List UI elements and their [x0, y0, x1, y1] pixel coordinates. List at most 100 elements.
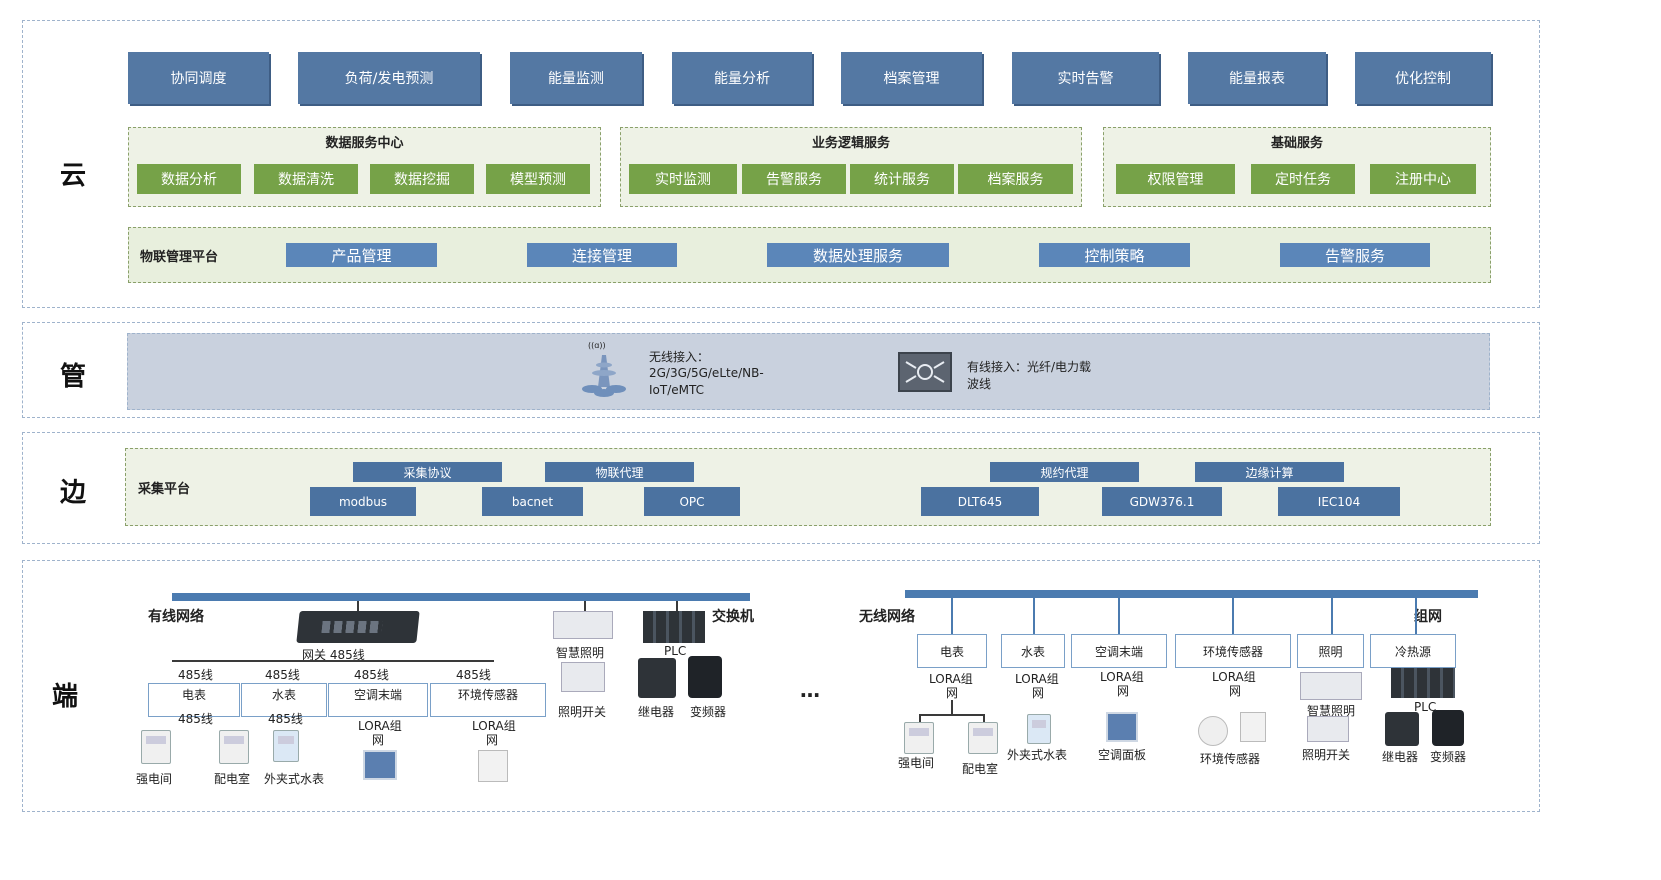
edge-module: 采集协议	[353, 462, 502, 482]
wireless-access-text: IoT/eMTC	[649, 383, 704, 397]
connector	[1232, 598, 1234, 634]
iot-item: 告警服务	[1280, 243, 1430, 267]
wired-switch-icon	[898, 352, 952, 392]
connector	[1118, 598, 1120, 634]
gateway-device-icon	[296, 611, 420, 643]
connector	[983, 714, 985, 724]
water-meter-icon	[273, 730, 299, 762]
service-item: 实时监测	[629, 164, 737, 194]
protocol-box: IEC104	[1278, 487, 1400, 516]
electric-meter-icon	[219, 730, 249, 764]
device-label: PLC	[664, 644, 687, 658]
device-label: 继电器	[1382, 750, 1419, 764]
wired-network-label: 有线网络	[148, 609, 204, 625]
wired-access-text: 有线接入：光纤/电力载	[967, 360, 1092, 374]
wireless-device-box: 冷热源	[1370, 634, 1456, 668]
wired-bus-line	[172, 593, 750, 601]
network-access-panel	[127, 333, 1490, 410]
device-label: 照明开关	[558, 705, 607, 719]
service-item: 定时任务	[1251, 164, 1355, 194]
line-485-label: 485线	[265, 668, 300, 682]
protocol-box: bacnet	[482, 487, 583, 516]
collection-platform-title: 采集平台	[138, 482, 191, 497]
service-item: 注册中心	[1370, 164, 1476, 194]
connector	[357, 601, 359, 613]
app-box: 能量分析	[672, 52, 812, 104]
wireless-access-text: 无线接入：	[649, 350, 710, 364]
wireless-device-box: 照明	[1297, 634, 1364, 668]
protocol-box: OPC	[644, 487, 740, 516]
wireless-device-box: 空调末端	[1071, 634, 1167, 668]
connector	[676, 601, 678, 611]
app-box: 档案管理	[841, 52, 982, 104]
edge-module: 物联代理	[545, 462, 694, 482]
app-box: 负荷/发电预测	[298, 52, 480, 104]
device-label: 外夹式水表	[1007, 748, 1068, 762]
device-label: 外夹式水表	[264, 772, 325, 786]
iot-item: 控制策略	[1039, 243, 1190, 267]
plc-icon	[643, 611, 705, 643]
service-item: 模型预测	[486, 164, 590, 194]
app-box: 能量监测	[510, 52, 642, 104]
app-box: 实时告警	[1012, 52, 1159, 104]
lora-label: LORA组	[1015, 672, 1059, 686]
edge-module: 边缘计算	[1195, 462, 1344, 482]
connector	[951, 598, 953, 634]
protocol-box: modbus	[310, 487, 416, 516]
wireless-device-box: 环境传感器	[1175, 634, 1291, 668]
connector	[1331, 598, 1333, 634]
service-group-title: 基础服务	[1270, 136, 1323, 151]
gateway-label: 网关 485线	[302, 648, 365, 662]
service-item: 统计服务	[850, 164, 954, 194]
inverter-icon	[688, 656, 722, 698]
connector	[951, 700, 953, 714]
service-group-title: 数据服务中心	[325, 136, 404, 151]
device-label: 智慧照明	[1307, 704, 1356, 718]
sensor-icon	[478, 750, 508, 782]
electric-meter-icon	[968, 722, 998, 754]
meter-category-box: 环境传感器	[430, 683, 546, 717]
connector	[919, 714, 921, 724]
inverter-icon	[1432, 710, 1464, 746]
lora-label: LORA组	[358, 719, 402, 733]
iot-item: 数据处理服务	[767, 243, 949, 267]
wireless-tower-icon: ((ɑ))	[574, 341, 634, 399]
service-item: 数据挖掘	[370, 164, 474, 194]
bus-485-line	[172, 660, 494, 662]
connector	[1033, 598, 1035, 634]
lora-label: 网	[946, 686, 959, 700]
lora-label: LORA组	[1100, 670, 1144, 684]
pipe-layer-label: 管	[60, 362, 87, 392]
device-label: 环境传感器	[1200, 752, 1261, 766]
service-item: 档案服务	[958, 164, 1073, 194]
electric-meter-icon	[141, 730, 171, 764]
app-box: 能量报表	[1188, 52, 1326, 104]
service-item: 权限管理	[1116, 164, 1235, 194]
smart-lighting-icon	[1300, 672, 1362, 700]
lora-label: LORA组	[1212, 670, 1256, 684]
iot-item: 产品管理	[286, 243, 437, 267]
line-485-label: 485线	[178, 668, 213, 682]
service-item: 数据清洗	[254, 164, 358, 194]
meter-category-box: 空调末端	[328, 683, 428, 717]
line-485-label: 485线	[456, 668, 491, 682]
device-label: PLC	[1414, 700, 1437, 714]
sensor-icon	[1240, 712, 1266, 742]
light-switch-icon	[1307, 716, 1349, 742]
iot-item: 连接管理	[527, 243, 677, 267]
wireless-access-text: 2G/3G/5G/eLte/NB-	[649, 366, 764, 380]
app-box: 优化控制	[1355, 52, 1491, 104]
pipe-band	[22, 322, 1540, 418]
cloud-band	[22, 20, 1540, 308]
service-group-title: 业务逻辑服务	[811, 136, 890, 151]
end-band	[22, 560, 1540, 812]
device-label: 变频器	[690, 705, 727, 719]
switch-label: 交换机	[712, 609, 754, 625]
device-label: 照明开关	[1302, 748, 1351, 762]
cloud-layer-label: 云	[60, 161, 87, 191]
line-485-label: 485线	[178, 712, 213, 726]
wired-access-text: 波线	[967, 377, 992, 391]
light-switch-icon	[561, 662, 605, 692]
edge-module: 规约代理	[990, 462, 1139, 482]
ac-panel-icon	[363, 750, 397, 780]
